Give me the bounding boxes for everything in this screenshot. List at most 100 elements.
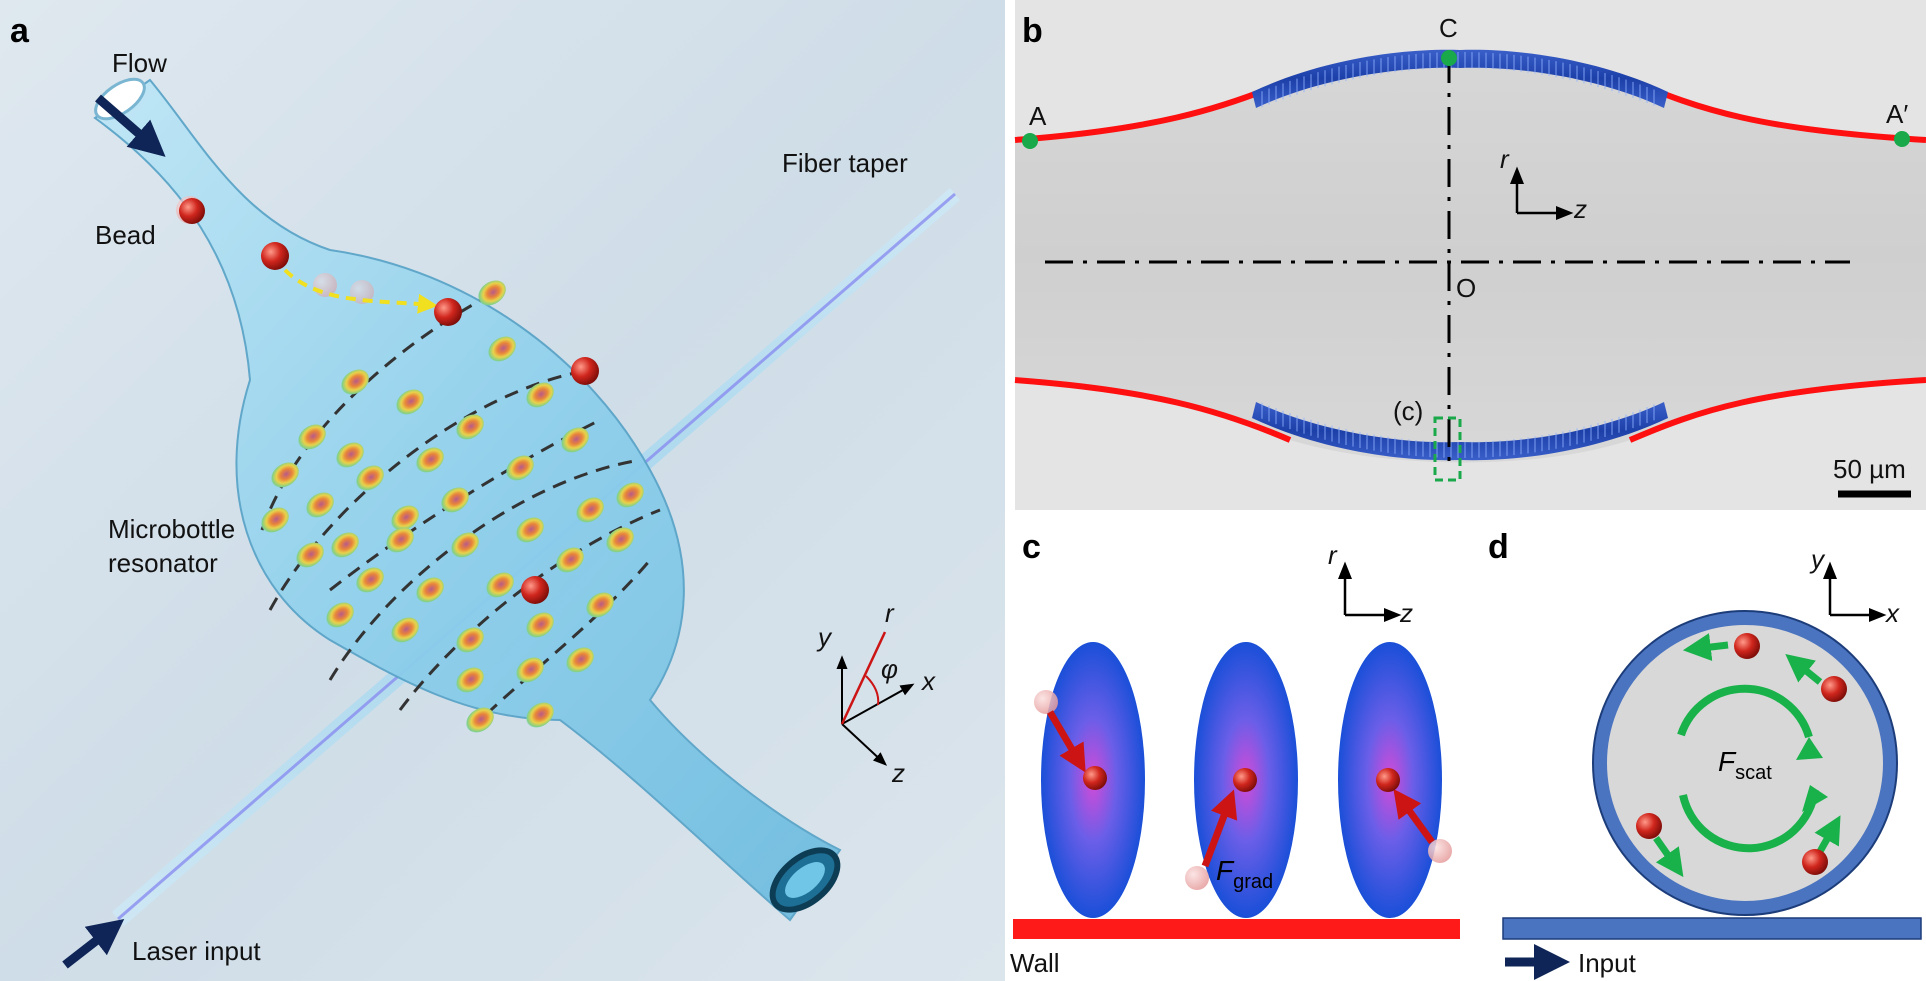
mode-spot [298, 424, 326, 450]
mode-spot [616, 482, 644, 508]
axis-r-label: r [885, 598, 895, 628]
mode-spot [561, 427, 589, 453]
mode-spot [566, 647, 594, 673]
mode-spot [451, 532, 479, 558]
mode-spots [261, 280, 644, 733]
panel-b-axis-z: z [1573, 194, 1587, 224]
mode-spot [526, 702, 554, 728]
mode-spot [326, 602, 354, 628]
circulating-bead [1821, 676, 1847, 702]
mode-spot [456, 627, 484, 653]
flow-label: Flow [112, 48, 167, 78]
panel-b-axes [1510, 166, 1574, 220]
panel-b-axis-r: r [1500, 144, 1510, 174]
laser-input-label: Laser input [132, 936, 261, 966]
scale-bar-label: 50 µm [1833, 454, 1906, 484]
input-waveguide [1502, 917, 1922, 940]
mode-spot [526, 382, 554, 408]
c-reference-label: (c) [1393, 396, 1423, 426]
mode-spot [416, 577, 444, 603]
input-label: Input [1578, 948, 1637, 978]
mode-spot [341, 369, 369, 395]
trapped-bead [1083, 766, 1107, 790]
mode-spot [516, 517, 544, 543]
axis-phi-label: φ [881, 654, 898, 684]
flow-arrow [95, 94, 166, 157]
axis-z-label: z [891, 758, 905, 788]
mode-ribbon-top [1252, 49, 1668, 108]
mode-spot [396, 389, 424, 415]
point-c-label: C [1439, 13, 1458, 43]
mode-spot [576, 497, 604, 523]
mode-spot [488, 336, 516, 362]
panel-a-letter: a [10, 12, 30, 50]
panel-b-letter: b [1022, 12, 1043, 50]
mode-spot [586, 592, 614, 618]
scattering-force-circulation [1677, 684, 1813, 739]
scattering-force-arrows [1653, 633, 1841, 878]
region-c-box [1433, 416, 1462, 482]
axis-y-label: y [816, 622, 833, 652]
circulating-bead [1802, 849, 1828, 875]
panel-a: a Flow Bead Fiber taper Microbottle reso… [0, 0, 1005, 981]
mode-spot [331, 532, 359, 558]
gradient-force-arrows [1046, 710, 1435, 868]
panel-d-axis-x: x [1884, 598, 1900, 628]
panel-c: c r z Fgrad Wall [1010, 528, 1460, 978]
mode-spot [306, 492, 334, 518]
mode-spot [336, 442, 364, 468]
scattering-force-label: Fscat [1718, 746, 1772, 784]
panel-d: d y x Fscat Input [1488, 528, 1922, 980]
mode-spot [391, 505, 419, 531]
mode-spot [261, 507, 289, 533]
bead [434, 298, 462, 326]
microbottle-label-line2: resonator [108, 548, 218, 578]
mode-spot [296, 542, 324, 568]
mode-spot [506, 455, 534, 481]
point-a-marker [1022, 133, 1038, 149]
gradient-force-label: Fgrad [1216, 855, 1273, 893]
bead [571, 357, 599, 385]
mode-spot [606, 527, 634, 553]
circulating-bead [1636, 813, 1662, 839]
mode-spot [416, 447, 444, 473]
panel-c-axis-r: r [1328, 540, 1338, 570]
panel-c-axes [1338, 561, 1402, 622]
fiber-taper-label: Fiber taper [782, 148, 908, 178]
beads [179, 198, 599, 604]
wall [1013, 919, 1460, 939]
panel-d-axes [1823, 561, 1887, 622]
circulating-bead [1734, 633, 1760, 659]
panel-d-letter: d [1488, 528, 1509, 566]
panel-c-letter: c [1022, 528, 1041, 566]
bead-label: Bead [95, 220, 156, 250]
bead [261, 242, 289, 270]
mode-spot [271, 462, 299, 488]
point-c-marker [1441, 50, 1457, 66]
mode-spot [456, 667, 484, 693]
mode-spot [516, 657, 544, 683]
mode-ribbon-bottom [1252, 402, 1668, 461]
trapped-bead [1376, 768, 1400, 792]
mode-spot [466, 707, 494, 733]
panel-b: b A A′ C O (c) r z 50 µm [1014, 0, 1926, 510]
bead [179, 198, 205, 224]
panel-c-axis-z: z [1399, 598, 1413, 628]
wall-label: Wall [1010, 948, 1060, 978]
mode-spot [386, 527, 414, 553]
mode-spot [486, 572, 514, 598]
point-o-label: O [1456, 273, 1476, 303]
mode-spot [391, 617, 419, 643]
laser-input-arrow [62, 918, 125, 969]
microbottle-label-line1: Microbottle [108, 514, 235, 544]
mode-spot [356, 567, 384, 593]
mode-spot [441, 487, 469, 513]
axis-x-label: x [920, 666, 936, 696]
mode-spot [526, 612, 554, 638]
bead [521, 576, 549, 604]
panel-a-axes [836, 631, 915, 766]
mode-spot [478, 280, 506, 306]
mode-spot [356, 465, 384, 491]
point-a-prime-label: A′ [1886, 99, 1908, 129]
